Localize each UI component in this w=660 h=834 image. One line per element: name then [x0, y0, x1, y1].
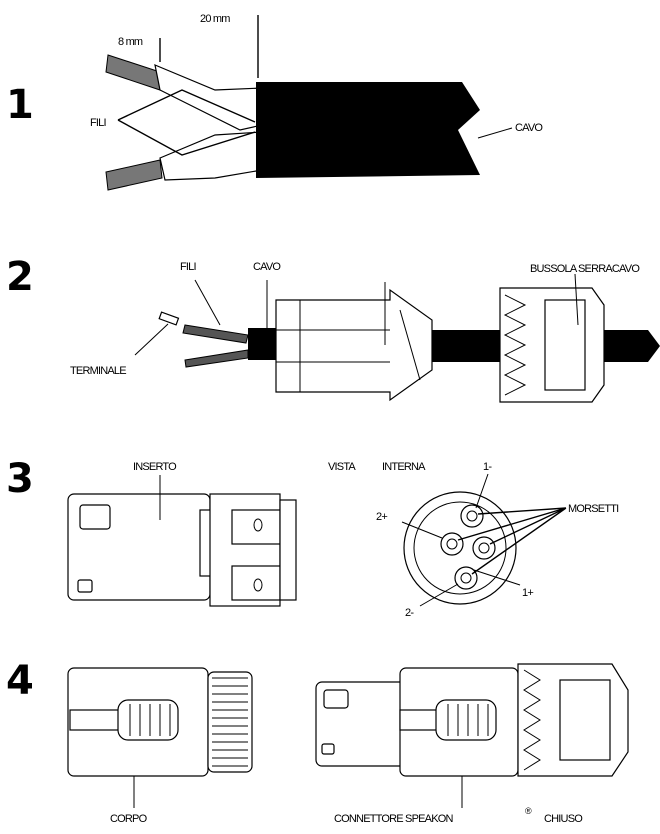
cable-stripped-illustration: [105, 15, 513, 191]
insert-side-illustration: [67, 475, 297, 607]
pin-1-minus-label: 1-: [483, 461, 492, 473]
dim-20mm-label: 20 mm: [200, 13, 230, 25]
corpo-label: CORPO: [110, 813, 148, 825]
cavo-label-1: CAVO: [515, 122, 543, 134]
insert-front-view-illustration: [401, 473, 567, 607]
pin-2-plus-label: 2+: [376, 511, 387, 523]
dim-8mm-label: 8 mm: [118, 36, 143, 48]
terminale-label: TERMINALE: [70, 365, 126, 377]
pin-2-minus-label: 2-: [405, 607, 414, 619]
step-number-1: 1: [6, 82, 34, 128]
registered-mark: ®: [525, 806, 532, 816]
vista-label: VISTA: [328, 461, 356, 473]
body-illustration: [67, 667, 253, 808]
step-number-2: 2: [6, 254, 34, 300]
interna-label: INTERNA: [382, 461, 426, 473]
connettore-speakon-label: CONNETTORE SPEAKON: [334, 813, 453, 825]
bussola-serracavo-label: BUSSOLA SERRACAVO: [530, 263, 640, 275]
morsetti-label: MORSETTI: [568, 503, 619, 515]
connector-exploded-illustration: [134, 273, 660, 403]
speakon-connector-closed-illustration: [315, 663, 629, 808]
step-number-3: 3: [6, 456, 34, 502]
pin-1-plus-label: 1+: [522, 587, 533, 599]
inserto-label: INSERTO: [133, 461, 177, 473]
cavo-label-2: CAVO: [253, 261, 281, 273]
chiuso-label: CHIUSO: [544, 813, 583, 825]
fili-label-1: FILI: [90, 117, 106, 129]
fili-label-2: FILI: [180, 261, 196, 273]
step-number-4: 4: [6, 658, 34, 704]
